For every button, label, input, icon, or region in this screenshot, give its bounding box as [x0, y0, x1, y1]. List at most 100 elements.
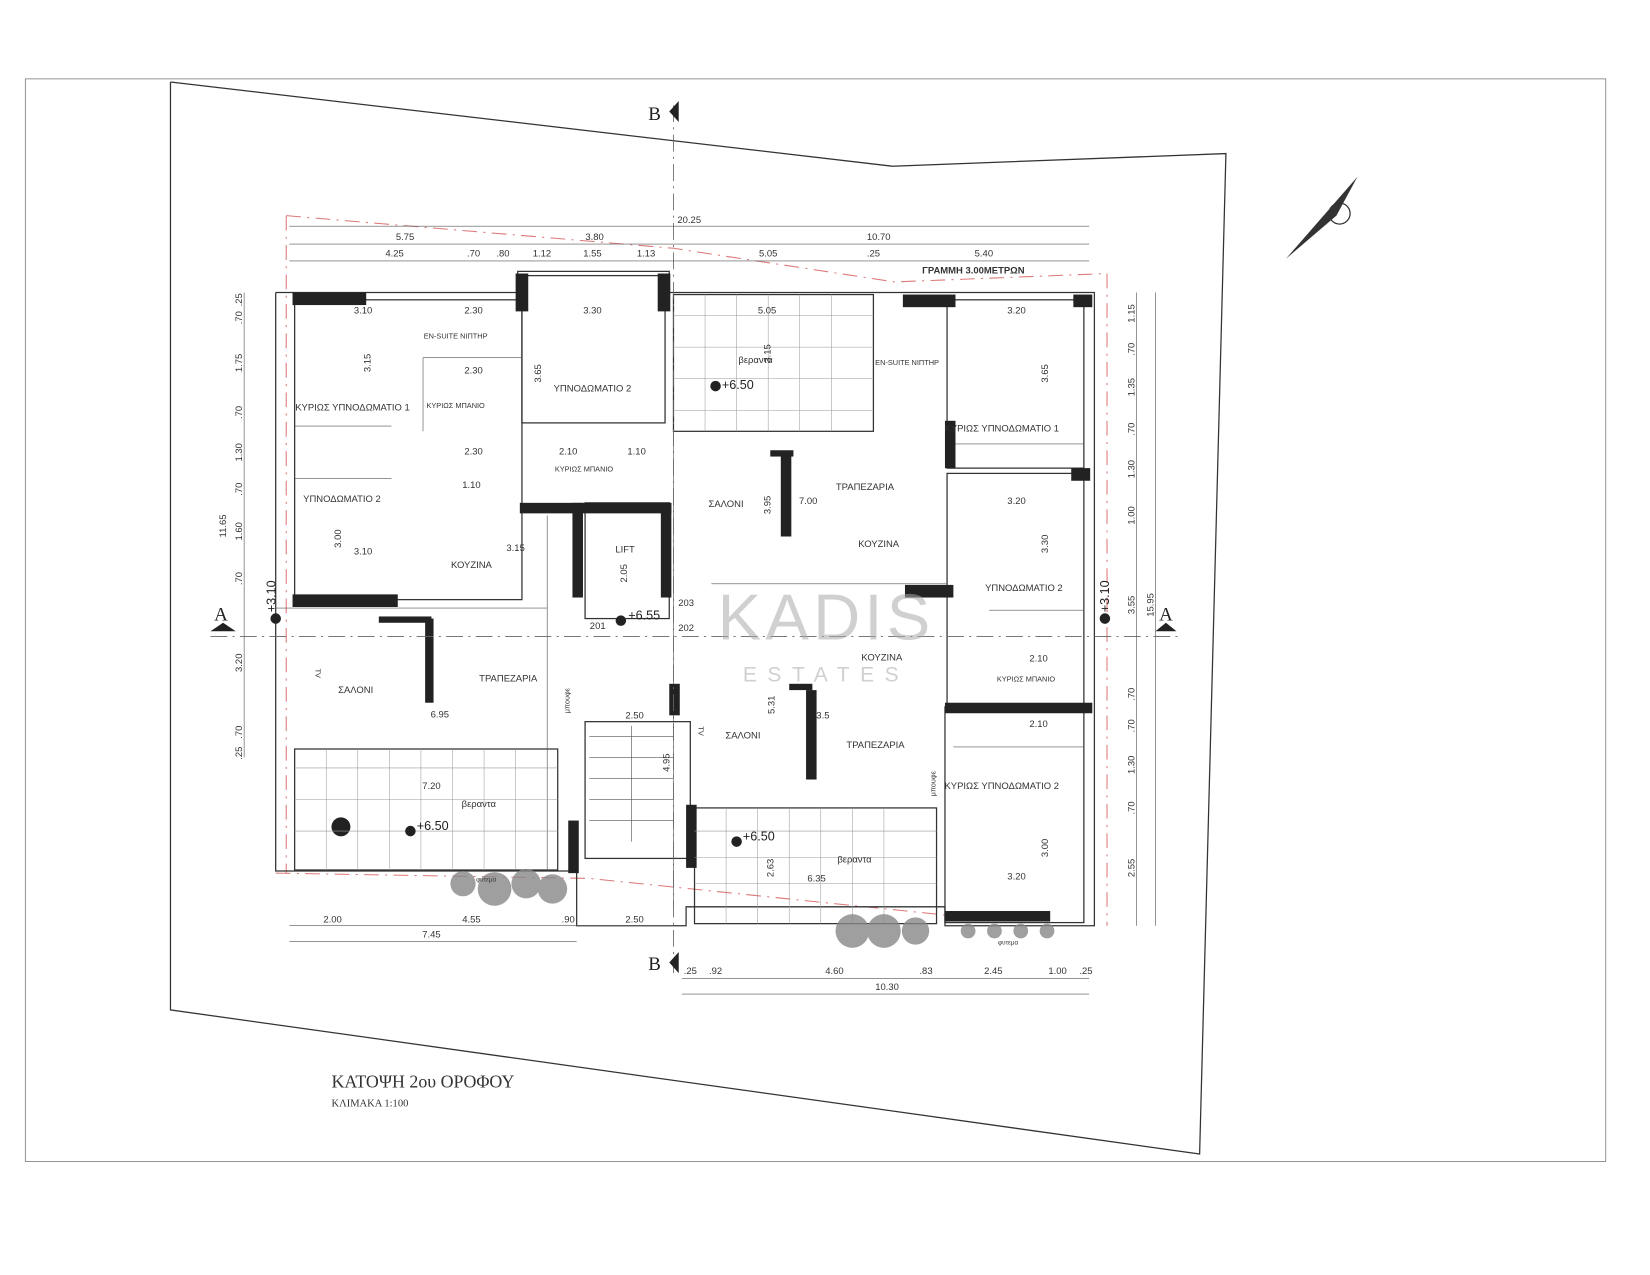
dim: 2.50 [625, 915, 643, 926]
section-b-top: B [648, 104, 661, 125]
section-arrow-icon [210, 622, 236, 632]
dim: .92 [709, 966, 722, 977]
dim-left-total: 11.65 [218, 515, 229, 538]
inner-dimensions: 3.10 2.30 3.15 2.30 3.30 3.65 2.30 2.10 … [333, 305, 1051, 884]
room-label: EN-SUITE ΝΙΠΤΗΡ [424, 332, 488, 341]
dim: 1.00 [1126, 506, 1137, 524]
room-label: μπουφε [562, 687, 571, 713]
dimension-lines [243, 225, 1156, 995]
dim: .70 [1126, 423, 1137, 436]
section-arrow-icon [1155, 622, 1177, 632]
dim: 3.10 [354, 546, 372, 557]
dim-right-total: 15.95 [1145, 593, 1156, 617]
dim: 1.10 [627, 446, 645, 457]
drawing-title: ΚΑΤΟΨΗ 2ου ΟΡΟΦΟΥ [331, 1072, 514, 1092]
dim: 3.30 [1040, 535, 1051, 553]
dim: 3.30 [583, 305, 601, 316]
dim: 1.00 [1048, 966, 1066, 977]
dim: .25 [234, 747, 245, 760]
room-label: TV [314, 669, 323, 678]
room-label: LIFT [615, 544, 635, 555]
dim: 1.12 [533, 249, 551, 260]
room-label: ΚΥΡΙΩΣ ΜΠΑΝΙΟ [997, 675, 1056, 684]
room-label: φυτεμα [476, 877, 496, 884]
dim: 1.30 [1126, 460, 1137, 478]
apartment-number: 202 [678, 623, 694, 634]
dim: 4.60 [825, 966, 843, 977]
dim: 3.55 [1126, 596, 1137, 614]
dim: 1.60 [234, 522, 245, 540]
dim: 3.15 [506, 543, 524, 554]
room-labels: ΚΥΡΙΩΣ ΥΠΝΟΔΩΜΑΤΙΟ 1 EN-SUITE ΝΙΠΤΗΡ ΚΥΡ… [295, 332, 1062, 947]
drawing-scale: ΚΛΙΜΑΚΑ 1:100 [331, 1099, 408, 1110]
dim: 1.10 [462, 480, 480, 491]
room-label: ΚΥΡΙΩΣ ΥΠΝΟΔΩΜΑΤΙΟ 2 [945, 781, 1060, 792]
dim: 3.20 [234, 654, 245, 672]
room-label: ΤΡΑΠΕΖΑΡΙΑ [846, 740, 905, 751]
room-label: φυτεμα [998, 940, 1018, 947]
dim: 2.10 [1029, 719, 1047, 730]
dim: 2.30 [464, 446, 482, 457]
dim: 3.20 [1007, 305, 1025, 316]
dim: .70 [1126, 343, 1137, 356]
room-label: μπουφε [928, 770, 937, 796]
setback-line-bottom [275, 872, 948, 916]
room-label: TV [697, 726, 706, 735]
room-label: ΣΑΛΟΝΙ [725, 730, 760, 741]
dim: .90 [562, 915, 575, 926]
dim: 2.50 [625, 711, 643, 722]
veranda-tiling [294, 294, 937, 924]
dim: 3.5 [816, 711, 829, 722]
dim: 7.00 [799, 496, 817, 507]
dim: .70 [1126, 688, 1137, 701]
dim: 1.30 [1126, 756, 1137, 774]
level-label: +6.50 [722, 378, 754, 392]
dim: 3.00 [1040, 839, 1051, 857]
dim: 2.10 [1029, 654, 1047, 665]
room-label: ΚΟΥΖΙΝΑ [451, 560, 493, 571]
level-label: +6.50 [417, 819, 449, 833]
room-label: ΚΟΥΖΙΝΑ [858, 539, 900, 550]
dim: .70 [467, 249, 480, 260]
room-label: ΤΡΑΠΕΖΑΡΙΑ [479, 674, 538, 685]
section-b-bottom: B [648, 954, 661, 975]
room-label: ΣΑΛΟΝΙ [338, 685, 373, 696]
dim: .25 [234, 293, 245, 306]
planting [450, 868, 1055, 948]
dim: 1.35 [1126, 378, 1137, 396]
room-label: EN-SUITE ΝΙΠΤΗΡ [875, 358, 939, 367]
section-arrow-icon [669, 100, 679, 123]
dim: 4.25 [385, 249, 403, 260]
dim: 7.45 [422, 929, 440, 940]
level-label: +3.10 [265, 580, 279, 612]
dim: .70 [234, 406, 245, 419]
dim: 1.75 [234, 354, 245, 372]
dim: 2.00 [323, 915, 341, 926]
dim: 2.63 [765, 859, 776, 877]
room-label: βεραντα [738, 355, 773, 366]
section-a-right: A [1159, 605, 1173, 626]
watermark-logo: KADIS [718, 581, 935, 654]
level-label: +6.55 [628, 609, 660, 623]
dim: 10.70 [867, 232, 891, 243]
room-label: ΚΥΡΙΩΣ ΜΠΑΝΙΟ [555, 464, 614, 473]
apartment-number: 201 [590, 621, 606, 632]
dim: 2.55 [1126, 859, 1137, 877]
dim: 2.05 [619, 564, 630, 582]
level-label: +6.50 [743, 830, 775, 844]
room-label: ΣΑΛΟΝΙ [709, 499, 744, 510]
dim: 1.30 [234, 443, 245, 461]
level-label: +3.10 [1098, 580, 1112, 612]
dim: 4.95 [661, 753, 672, 771]
dim: 3.15 [762, 344, 773, 362]
dim: .70 [234, 311, 245, 324]
dim: 3.20 [1007, 496, 1025, 507]
dim: .70 [234, 726, 245, 739]
room-label: ΥΠΝΟΔΩΜΑΤΙΟ 2 [303, 494, 381, 505]
dim: 3.10 [354, 305, 372, 316]
dim: .70 [1126, 801, 1137, 814]
dim: 3.80 [585, 232, 603, 243]
dim: .25 [684, 966, 697, 977]
dim: 5.75 [396, 232, 414, 243]
